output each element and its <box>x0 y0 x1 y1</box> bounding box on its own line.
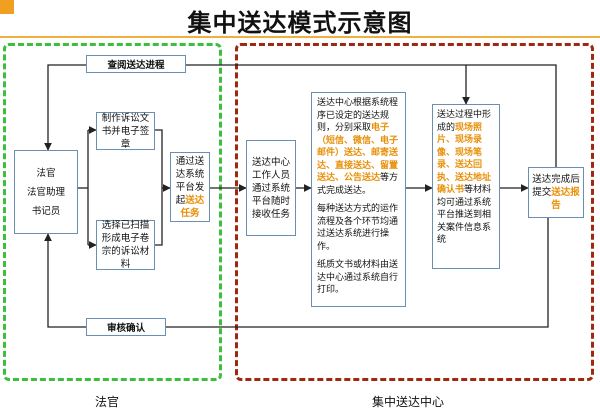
step-make-text: 制作诉讼文书并电子签章 <box>101 112 150 150</box>
zone-label-center: 集中送达中心 <box>372 395 445 409</box>
role-judge: 法官 <box>36 167 56 179</box>
step-receive-task: 送达中心工作人员通过系统平台随时接收任务 <box>246 140 296 236</box>
process-p1-highlight: 电子（短信、微信、电子邮件）送达、邮寄送达、直接送达、留置送达、公告送达 <box>317 123 399 183</box>
process-p2: 每种送达方式的运作流程及各个环节均通过送达系统进行操作。 <box>317 204 399 252</box>
step-publish-task: 通过送达系统平台发起送达任务 <box>170 152 210 222</box>
bottom-bar-review: 审核确认 <box>86 318 166 336</box>
step-receive-text: 送达中心工作人员通过系统平台随时接收任务 <box>251 156 290 220</box>
title-underline <box>0 36 600 38</box>
judge-zone <box>3 43 222 381</box>
step-scan-text: 选择已扫描形成电子卷宗的诉讼材料 <box>101 220 150 270</box>
record-highlight: 现场照片、现场录像、现场笔录、送达回执、送达地址确认书 <box>437 122 492 196</box>
roles-box: 法官 法官助理 书记员 <box>14 150 78 234</box>
report-highlight: 送达报告 <box>551 187 580 211</box>
record-a: 送达过程中形成的 <box>437 110 492 133</box>
role-clerk: 书记员 <box>31 205 61 217</box>
step-select-materials: 选择已扫描形成电子卷宗的诉讼材料 <box>96 220 155 270</box>
process-p3: 纸质文书或材料由送达中心通过系统自行打印。 <box>317 260 399 295</box>
step-publish-text: 通过送达系统平台发起 <box>175 155 205 206</box>
step-publish-highlight: 送达任务 <box>180 194 205 219</box>
step-submit-report: 送达完成后提交送达报告 <box>528 167 584 218</box>
step-record-materials: 送达过程中形成的现场照片、现场录像、现场笔录、送达回执、送达地址确认书等材料均可… <box>432 104 500 269</box>
step-process-delivery: 送达中心根据系统程序已设定的送达规则，分别采取电子（短信、微信、电子邮件）送达、… <box>311 92 406 307</box>
role-assistant: 法官助理 <box>26 186 65 198</box>
title-bar: 集中送达模式示意图 <box>0 0 600 38</box>
zone-label-judge: 法官 <box>95 395 120 409</box>
arrow-top-loop <box>44 64 557 167</box>
page-title: 集中送达模式示意图 <box>187 8 413 37</box>
report-text: 送达完成后提交 <box>532 174 580 198</box>
top-bar-query-progress: 查阅送达进程 <box>86 55 186 73</box>
center-zone <box>235 43 594 381</box>
record-b: 等材料均可通过系统平台推送到相关案件信息系统 <box>437 185 492 245</box>
process-p1-a: 送达中心根据系统程序已设定的送达规则，分别采取 <box>317 98 399 133</box>
title-accent <box>0 0 14 14</box>
bracket-right <box>155 129 163 246</box>
step-make-documents: 制作诉讼文书并电子签章 <box>96 112 155 150</box>
arrow-bottom-loop <box>44 218 549 328</box>
process-p1-b: 等方式完成送达。 <box>317 173 399 196</box>
